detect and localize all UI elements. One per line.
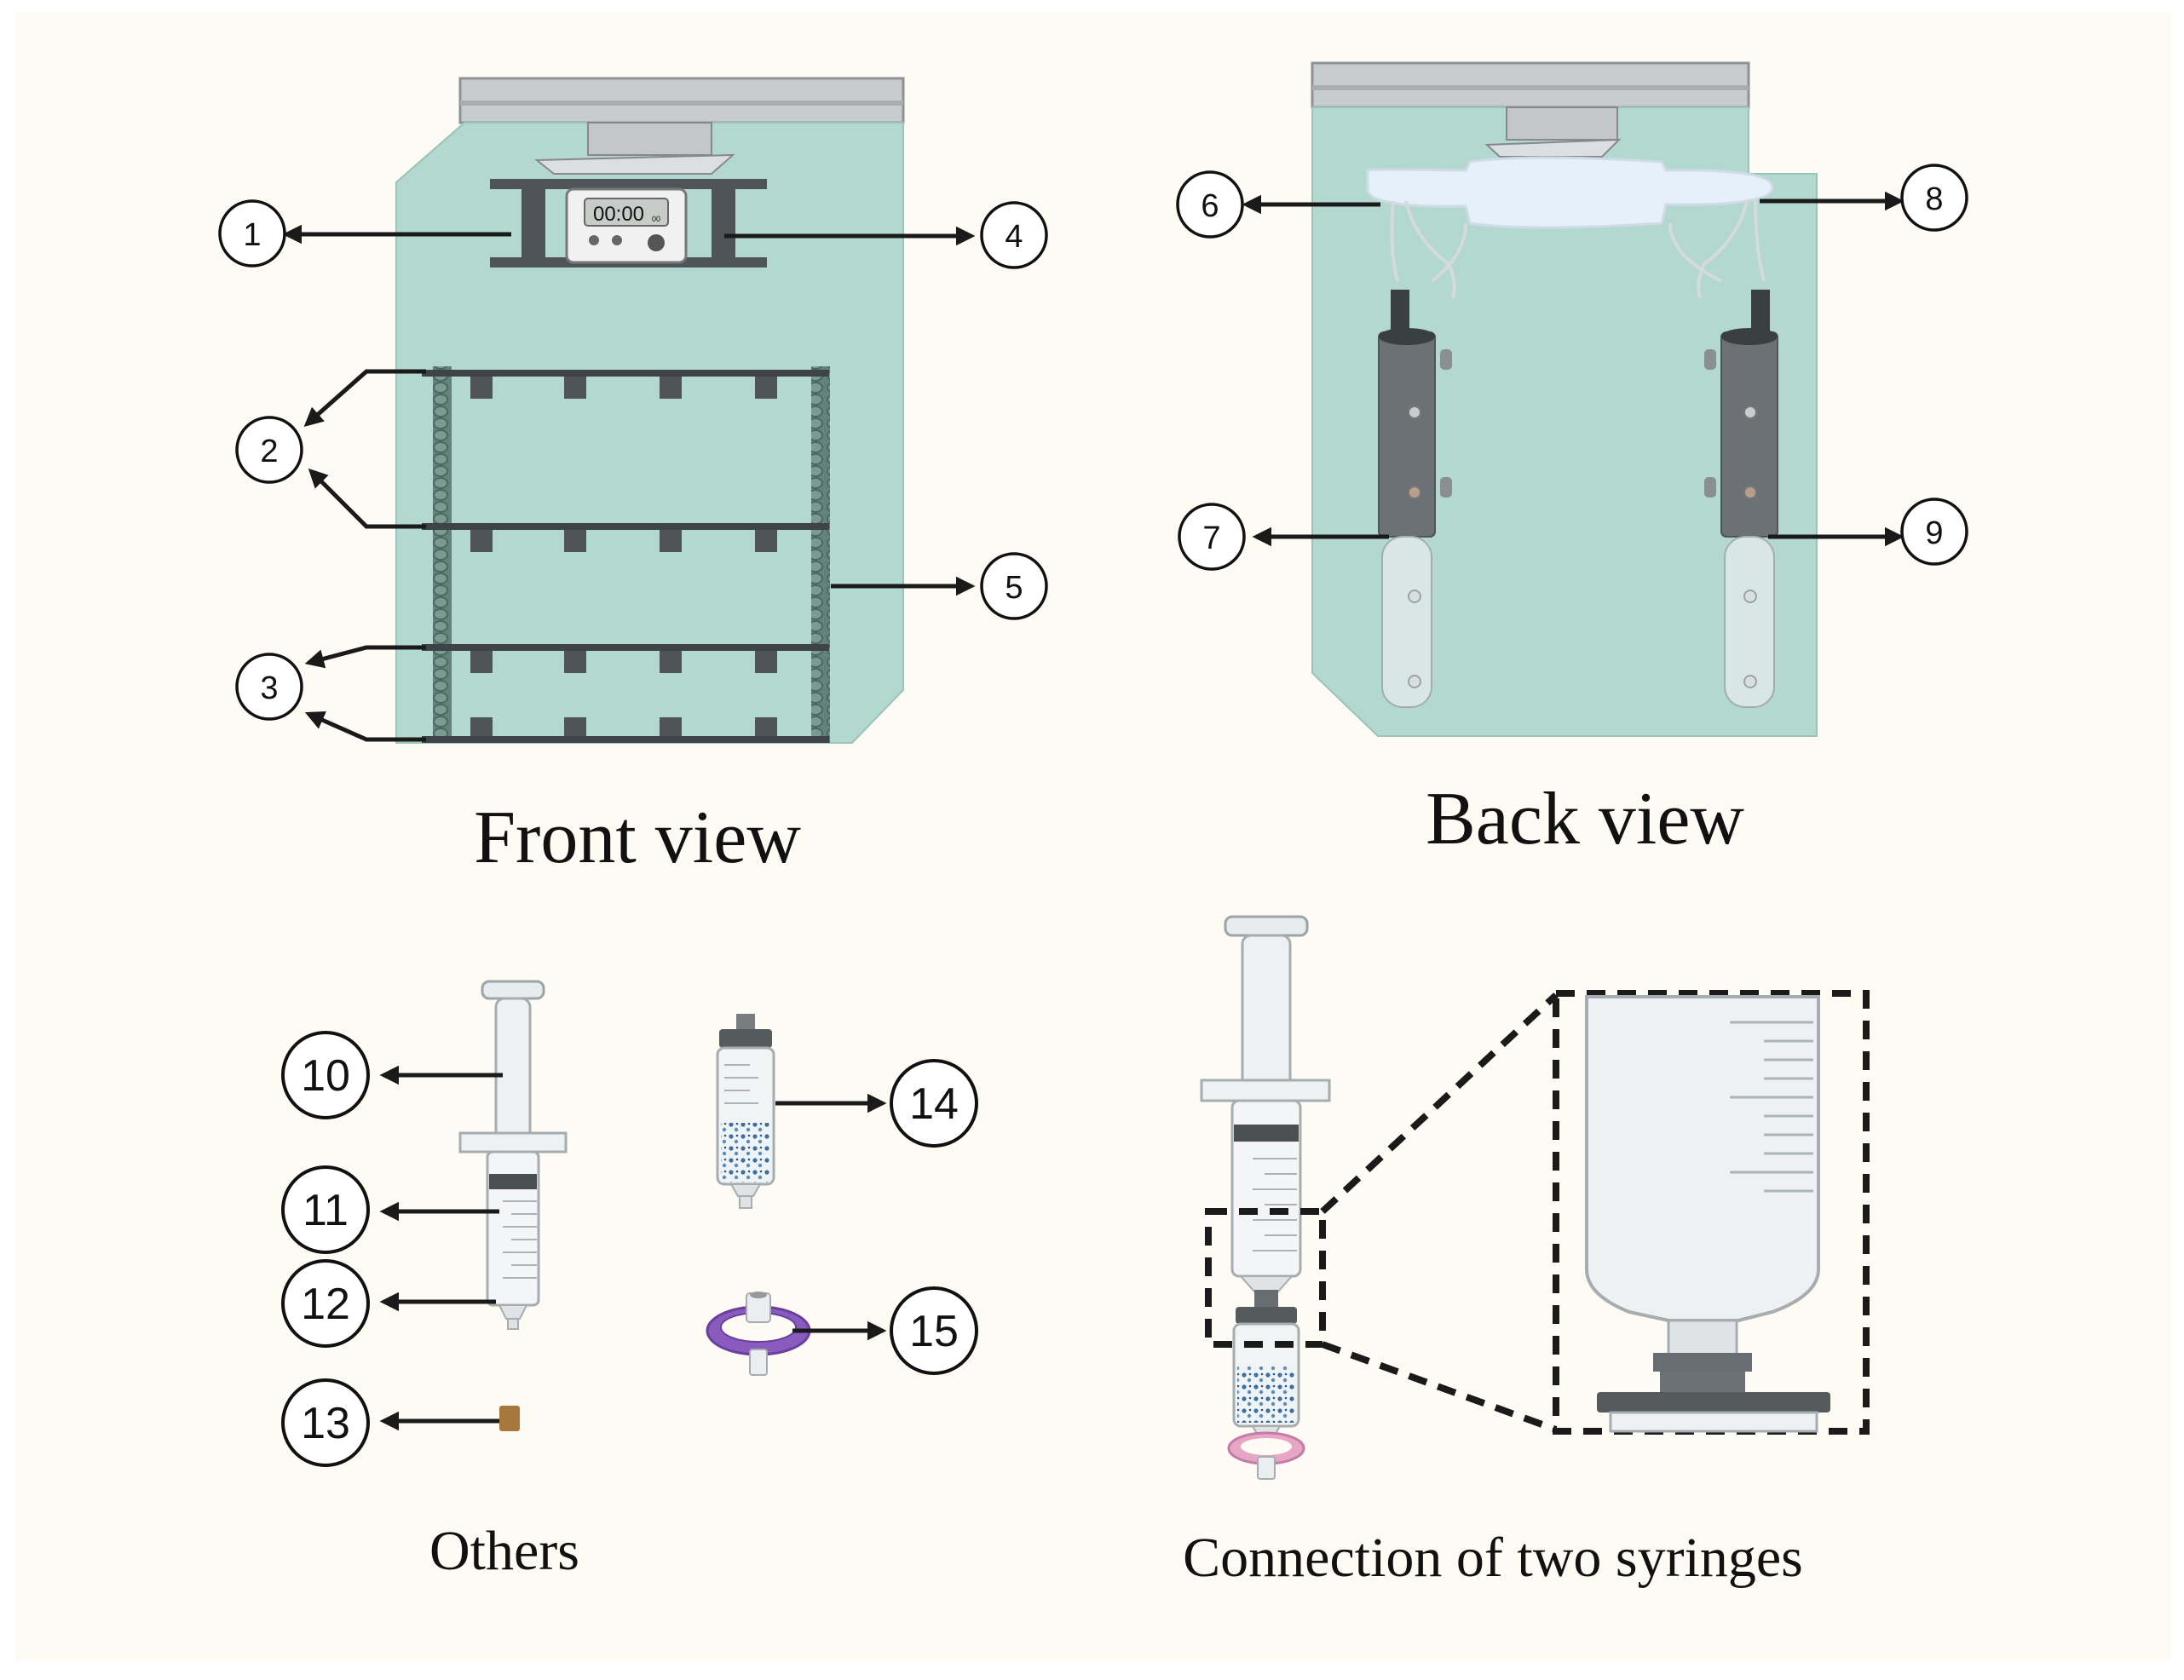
callout-8: 8 — [1900, 164, 1968, 232]
callout-7: 7 — [1178, 503, 1246, 571]
callout-labels: 1 2 3 4 5 6 7 8 9 10 11 12 13 14 15 — [218, 164, 1968, 1467]
caption-back-view: Back view — [1426, 778, 1744, 860]
right-chain — [811, 366, 830, 743]
rod-row-3 — [422, 644, 829, 673]
others-syringe-icon — [458, 980, 568, 1330]
timer-display-small: 00 — [652, 215, 660, 223]
back-view — [1311, 61, 1818, 737]
leak-reservoir — [1366, 156, 1774, 229]
callout-14: 14 — [890, 1059, 978, 1148]
svg-text:13: 13 — [301, 1399, 350, 1448]
svg-text:11: 11 — [303, 1186, 349, 1235]
callout-13: 13 — [281, 1378, 370, 1467]
others-leaders — [379, 1065, 887, 1431]
callout-3: 3 — [235, 653, 303, 721]
callout-1: 1 — [218, 199, 286, 268]
callout-2: 2 — [235, 416, 303, 484]
callout-11: 11 — [281, 1165, 370, 1254]
caption-others: Others — [429, 1520, 579, 1582]
svg-text:12: 12 — [301, 1280, 350, 1329]
callout-12: 12 — [281, 1259, 370, 1348]
callout-10: 10 — [281, 1031, 370, 1119]
left-syringe-assembly — [1378, 290, 1452, 708]
svg-text:8: 8 — [1925, 181, 1943, 217]
svg-text:7: 7 — [1202, 521, 1220, 556]
svg-text:15: 15 — [909, 1307, 959, 1356]
front-leaders — [282, 224, 976, 742]
front-view: 00:00 00 — [395, 77, 905, 744]
back-box — [1311, 106, 1818, 737]
magnified-connection — [1585, 995, 1830, 1433]
callout-6: 6 — [1176, 170, 1244, 239]
silicone-pad-icon — [499, 1406, 520, 1431]
svg-text:10: 10 — [301, 1051, 350, 1101]
callout-9: 9 — [1900, 498, 1968, 566]
svg-text:5: 5 — [1005, 570, 1023, 606]
timer-display: 00:00 — [593, 203, 644, 226]
rod-row-4 — [422, 717, 829, 743]
rod-row-2 — [422, 523, 829, 552]
callout-15: 15 — [890, 1286, 978, 1375]
caption-front-view: Front view — [474, 797, 801, 879]
timer-icon — [565, 187, 688, 264]
connected-syringes-icon — [1200, 915, 1331, 1480]
svg-text:9: 9 — [1925, 515, 1943, 551]
front-box — [395, 122, 904, 744]
caption-connection: Connection of two syringes — [1183, 1527, 1803, 1589]
right-syringe-assembly — [1704, 290, 1778, 708]
svg-text:2: 2 — [260, 434, 278, 469]
svg-text:1: 1 — [243, 217, 261, 253]
svg-text:6: 6 — [1201, 188, 1219, 224]
back-leaders — [1242, 191, 1905, 547]
svg-text:3: 3 — [260, 670, 278, 706]
svg-text:4: 4 — [1005, 219, 1023, 255]
callout-5: 5 — [980, 552, 1048, 620]
rod-row-1 — [422, 370, 829, 399]
filter-cartridge-icon — [716, 1014, 775, 1209]
svg-text:14: 14 — [909, 1079, 959, 1129]
membrane-filter-icon — [706, 1292, 811, 1376]
timer-mount — [490, 179, 767, 268]
left-chain — [433, 366, 452, 743]
callout-4: 4 — [980, 201, 1048, 269]
